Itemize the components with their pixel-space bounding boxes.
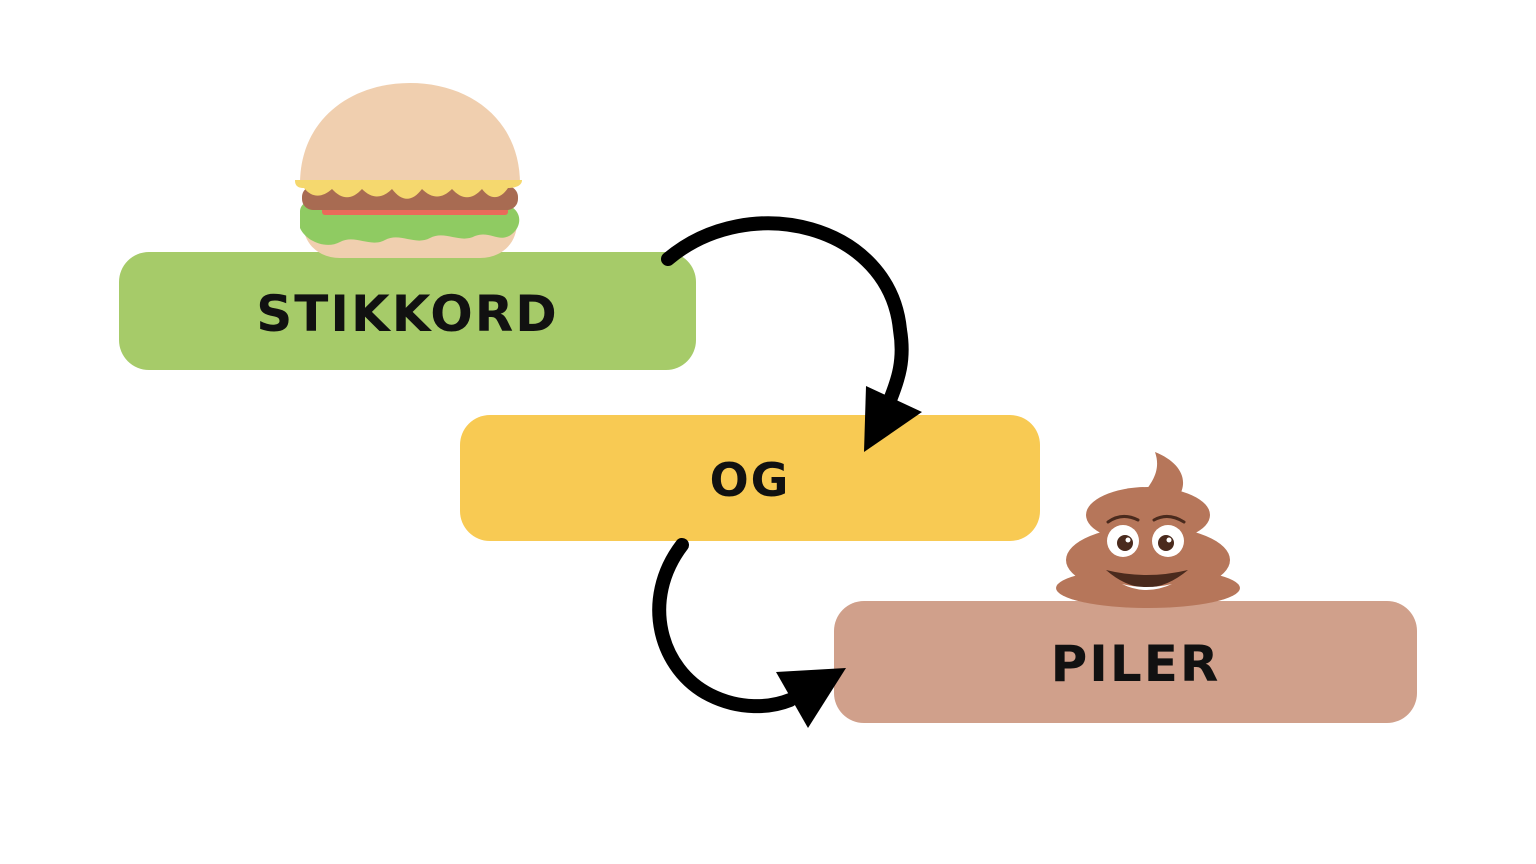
stikkord-box: STIKKORD [119, 252, 696, 370]
curved-arrow-icon [652, 538, 846, 728]
og-label: OG [709, 453, 791, 507]
poop-emoji-icon [1056, 452, 1240, 608]
curved-arrow-icon [661, 216, 922, 452]
piler-box: PILER [834, 601, 1417, 723]
piler-label: PILER [1050, 635, 1221, 693]
stikkord-label: STIKKORD [256, 285, 559, 343]
og-box: OG [460, 415, 1040, 541]
burger-icon [295, 83, 522, 258]
